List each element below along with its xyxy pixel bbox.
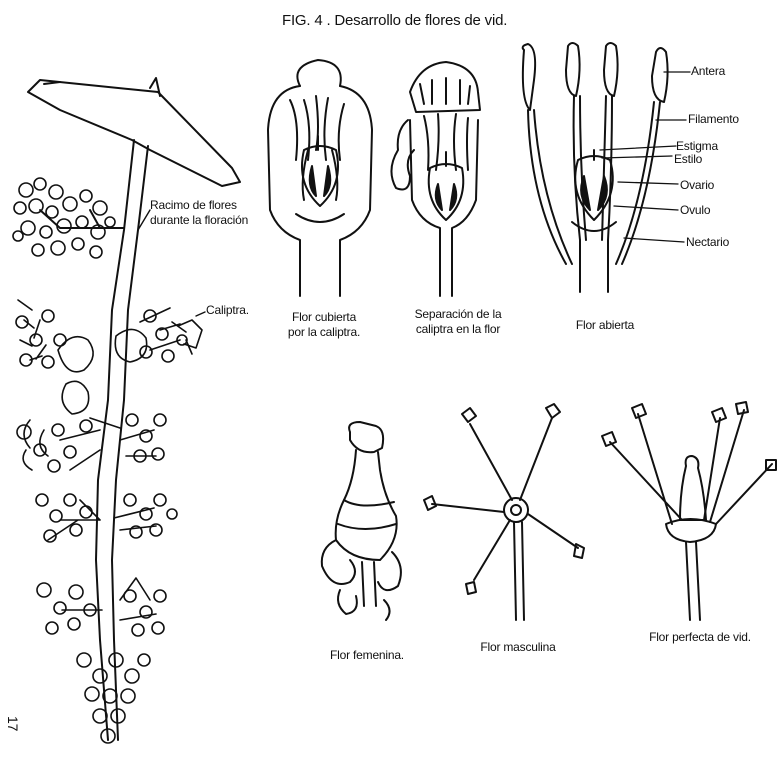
caption-flor-cubierta-line2: por la caliptra.	[280, 325, 368, 339]
caption-flor-cubierta-line1: Flor cubierta	[284, 310, 364, 324]
grape-cluster-drawing	[13, 78, 240, 743]
label-antera: Antera	[691, 64, 725, 78]
label-estigma: Estigma	[676, 139, 718, 153]
label-ovario: Ovario	[680, 178, 714, 192]
flower-separating-drawing	[391, 62, 480, 296]
flower-covered-drawing	[268, 60, 372, 296]
page-number: 17	[6, 716, 20, 731]
figure-title: FIG. 4 . Desarrollo de flores de vid.	[282, 14, 507, 28]
label-nectario: Nectario	[686, 235, 729, 249]
caption-separacion-line2: caliptra en la flor	[402, 322, 514, 336]
label-estilo: Estilo	[674, 152, 702, 166]
label-filamento: Filamento	[688, 112, 739, 126]
caption-flor-masculina: Flor masculina	[470, 640, 566, 654]
label-racimo-line1: Racimo de flores	[150, 198, 237, 212]
caption-flor-perfecta: Flor perfecta de vid.	[640, 630, 760, 644]
label-ovulo: Ovulo	[680, 203, 710, 217]
caption-flor-femenina: Flor femenina.	[322, 648, 412, 662]
label-racimo-line2: durante la floración	[150, 213, 248, 227]
flower-female-drawing	[322, 422, 401, 620]
caption-separacion-line1: Separación de la	[406, 307, 510, 321]
label-caliptra: Caliptra.	[206, 303, 249, 317]
flower-perfect-drawing	[602, 402, 776, 620]
flower-open-drawing	[523, 43, 690, 292]
flower-male-drawing	[424, 404, 584, 620]
caption-flor-abierta: Flor abierta	[560, 318, 650, 332]
